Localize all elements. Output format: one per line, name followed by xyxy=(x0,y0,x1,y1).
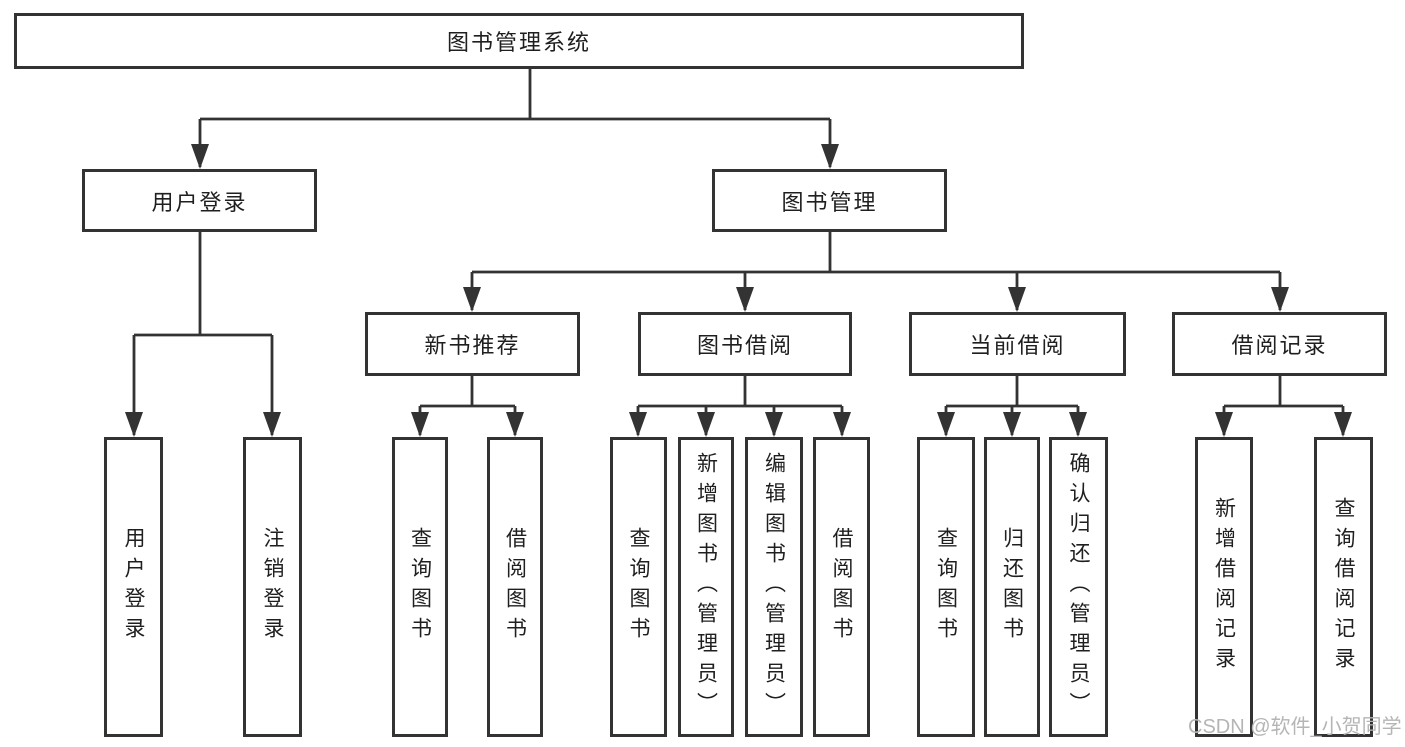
csdn-watermark: CSDN @软件_小贺同学 xyxy=(1188,716,1402,738)
node-root: 图书管理系统 xyxy=(14,13,1024,69)
leaf-query-books-recommend-label: 查询图书 xyxy=(408,527,432,647)
leaf-logout-label: 注销登录 xyxy=(261,527,284,647)
leaf-query-books-current-label: 查询图书 xyxy=(934,527,958,647)
node-user-login: 用户登录 xyxy=(82,169,317,232)
node-book-management: 图书管理 xyxy=(712,169,947,232)
connector-borrow-records xyxy=(1222,376,1345,435)
node-book-management-label: 图书管理 xyxy=(781,189,878,215)
leaf-logout: 注销登录 xyxy=(243,437,302,737)
node-root-label: 图书管理系统 xyxy=(446,30,591,55)
leaf-query-books-recommend: 查询图书 xyxy=(392,437,448,737)
leaf-add-book-admin: 新增图书（管理员） xyxy=(678,437,734,737)
connector-new-book-recommend xyxy=(418,376,517,435)
node-borrow-records-label: 借阅记录 xyxy=(1231,333,1328,358)
leaf-add-borrow-record-label: 新增借阅记录 xyxy=(1212,497,1236,677)
node-new-book-recommend-label: 新书推荐 xyxy=(424,333,521,358)
node-book-borrow: 图书借阅 xyxy=(638,312,852,376)
node-new-book-recommend: 新书推荐 xyxy=(365,312,580,376)
leaf-user-login-label: 用户登录 xyxy=(122,527,145,647)
connector-book-borrow xyxy=(636,376,844,435)
leaf-query-books-borrow-label: 查询图书 xyxy=(627,527,650,647)
leaf-query-borrow-record: 查询借阅记录 xyxy=(1314,437,1373,737)
leaf-confirm-return-admin-label: 确认归还（管理员） xyxy=(1067,452,1090,722)
leaf-query-books-current: 查询图书 xyxy=(917,437,975,737)
connector-book-management xyxy=(470,232,1282,310)
node-current-borrow-label: 当前借阅 xyxy=(969,333,1066,358)
arrowheads xyxy=(125,144,1352,437)
leaf-edit-book-admin-label: 编辑图书（管理员） xyxy=(762,452,786,722)
leaf-return-book: 归还图书 xyxy=(984,437,1040,737)
leaf-borrow-books-label: 借阅图书 xyxy=(830,527,853,647)
leaf-add-book-admin-label: 新增图书（管理员） xyxy=(694,452,718,722)
node-user-login-label: 用户登录 xyxy=(151,189,248,215)
leaf-borrow-books-recommend-label: 借阅图书 xyxy=(503,527,527,647)
leaf-query-books-borrow: 查询图书 xyxy=(610,437,667,737)
node-borrow-records: 借阅记录 xyxy=(1172,312,1387,376)
leaf-confirm-return-admin: 确认归还（管理员） xyxy=(1049,437,1108,737)
node-current-borrow: 当前借阅 xyxy=(909,312,1126,376)
connector-root xyxy=(198,69,832,167)
leaf-borrow-books-recommend: 借阅图书 xyxy=(487,437,543,737)
connector-user-login xyxy=(132,232,274,435)
leaf-user-login: 用户登录 xyxy=(104,437,163,737)
leaf-add-borrow-record: 新增借阅记录 xyxy=(1195,437,1253,737)
leaf-borrow-books: 借阅图书 xyxy=(813,437,870,737)
leaf-return-book-label: 归还图书 xyxy=(1000,527,1024,647)
leaf-query-borrow-record-label: 查询借阅记录 xyxy=(1332,497,1355,677)
node-book-borrow-label: 图书借阅 xyxy=(696,333,793,358)
leaf-edit-book-admin: 编辑图书（管理员） xyxy=(745,437,803,737)
